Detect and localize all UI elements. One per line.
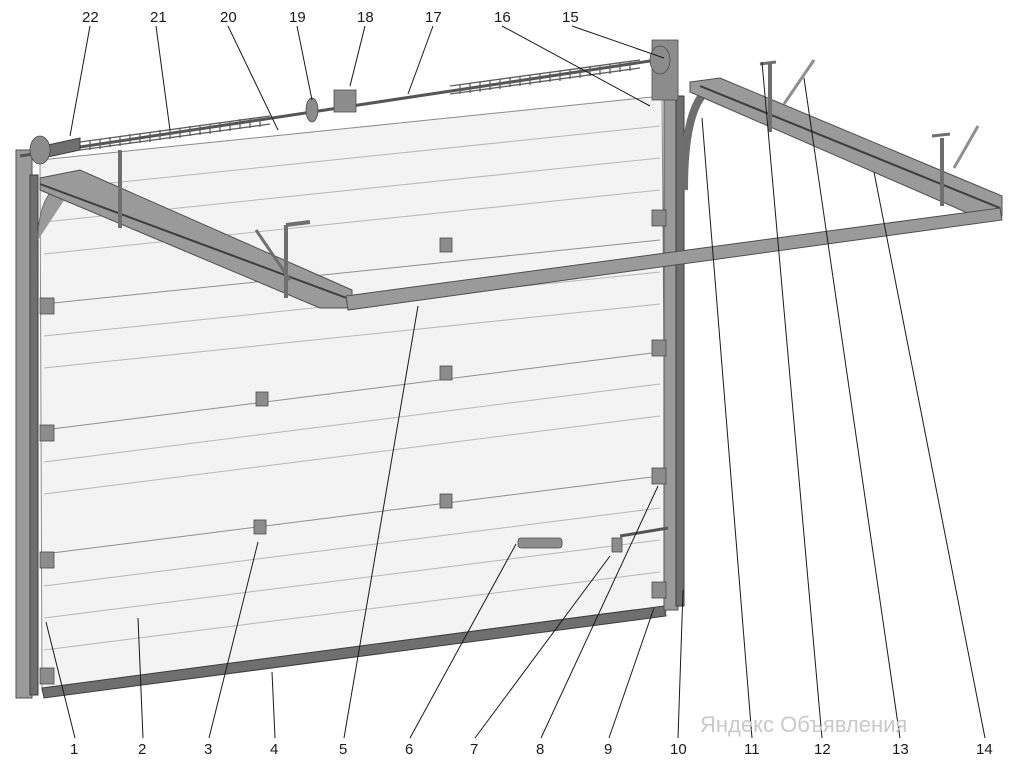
callout-9: 9 <box>604 741 612 758</box>
lock-bolt <box>611 526 669 553</box>
callout-15: 15 <box>562 9 579 26</box>
callout-10: 10 <box>670 741 687 758</box>
callout-17: 17 <box>425 9 442 26</box>
callout-3: 3 <box>204 741 212 758</box>
coupling <box>305 97 319 123</box>
door-handle <box>517 537 563 549</box>
bottom-seal <box>41 605 667 699</box>
callout-19: 19 <box>289 9 306 26</box>
rear-cross-bar <box>345 207 1003 311</box>
callout-13: 13 <box>892 741 909 758</box>
callout-5: 5 <box>339 741 347 758</box>
callout-14: 14 <box>976 741 993 758</box>
hinges <box>39 209 667 685</box>
callout-2: 2 <box>138 741 146 758</box>
callout-22: 22 <box>82 9 99 26</box>
door-panel <box>39 95 667 691</box>
callout-4: 4 <box>270 741 278 758</box>
center-bracket <box>333 89 357 113</box>
left-drum <box>29 135 51 165</box>
spring-right <box>449 59 641 95</box>
callouts-bottom: 1 2 3 4 5 6 7 8 9 10 11 12 13 14 <box>70 741 993 758</box>
callout-16: 16 <box>494 9 511 26</box>
watermark: Яндекс Объявления <box>700 712 907 737</box>
callout-12: 12 <box>814 741 831 758</box>
callout-8: 8 <box>536 741 544 758</box>
callout-7: 7 <box>470 741 478 758</box>
callout-18: 18 <box>357 9 374 26</box>
left-horizontal-track <box>39 150 353 309</box>
callout-20: 20 <box>220 9 237 26</box>
spring-left <box>79 115 271 151</box>
torsion-shaft-assembly <box>19 45 671 165</box>
callout-21: 21 <box>150 9 167 26</box>
leader-lines <box>45 25 986 739</box>
callouts-top: 22 21 20 19 18 17 16 15 <box>82 9 579 26</box>
callout-11: 11 <box>744 741 760 758</box>
right-horizontal-track <box>689 59 1003 217</box>
callout-1: 1 <box>70 741 78 758</box>
callout-6: 6 <box>405 741 413 758</box>
right-drum <box>649 45 671 75</box>
